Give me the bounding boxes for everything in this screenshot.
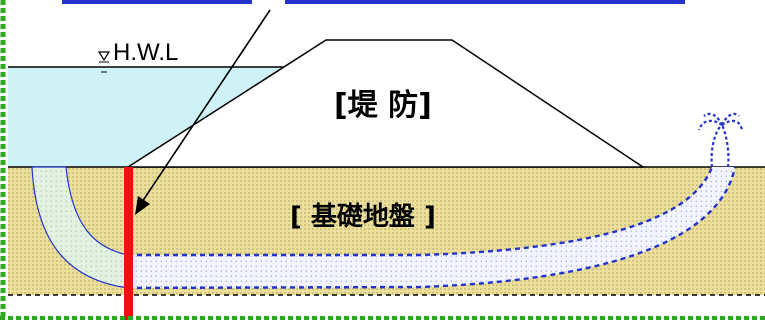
water-level-triangle-icon	[97, 51, 111, 73]
pointer-arrow-icon	[135, 9, 271, 215]
cutoff-wall	[124, 167, 133, 320]
foundation-label: [ 基礎地盤 ]	[290, 202, 436, 232]
seepage-path-main	[128, 167, 735, 288]
hwl-label: H.W.L	[113, 39, 178, 66]
top-text-fragment-right	[285, 0, 685, 4]
embankment-body	[125, 39, 646, 168]
spring-spout-icon	[697, 112, 744, 168]
top-text-fragment-left	[62, 0, 252, 4]
embankment-label: [堤 防]	[334, 88, 432, 123]
